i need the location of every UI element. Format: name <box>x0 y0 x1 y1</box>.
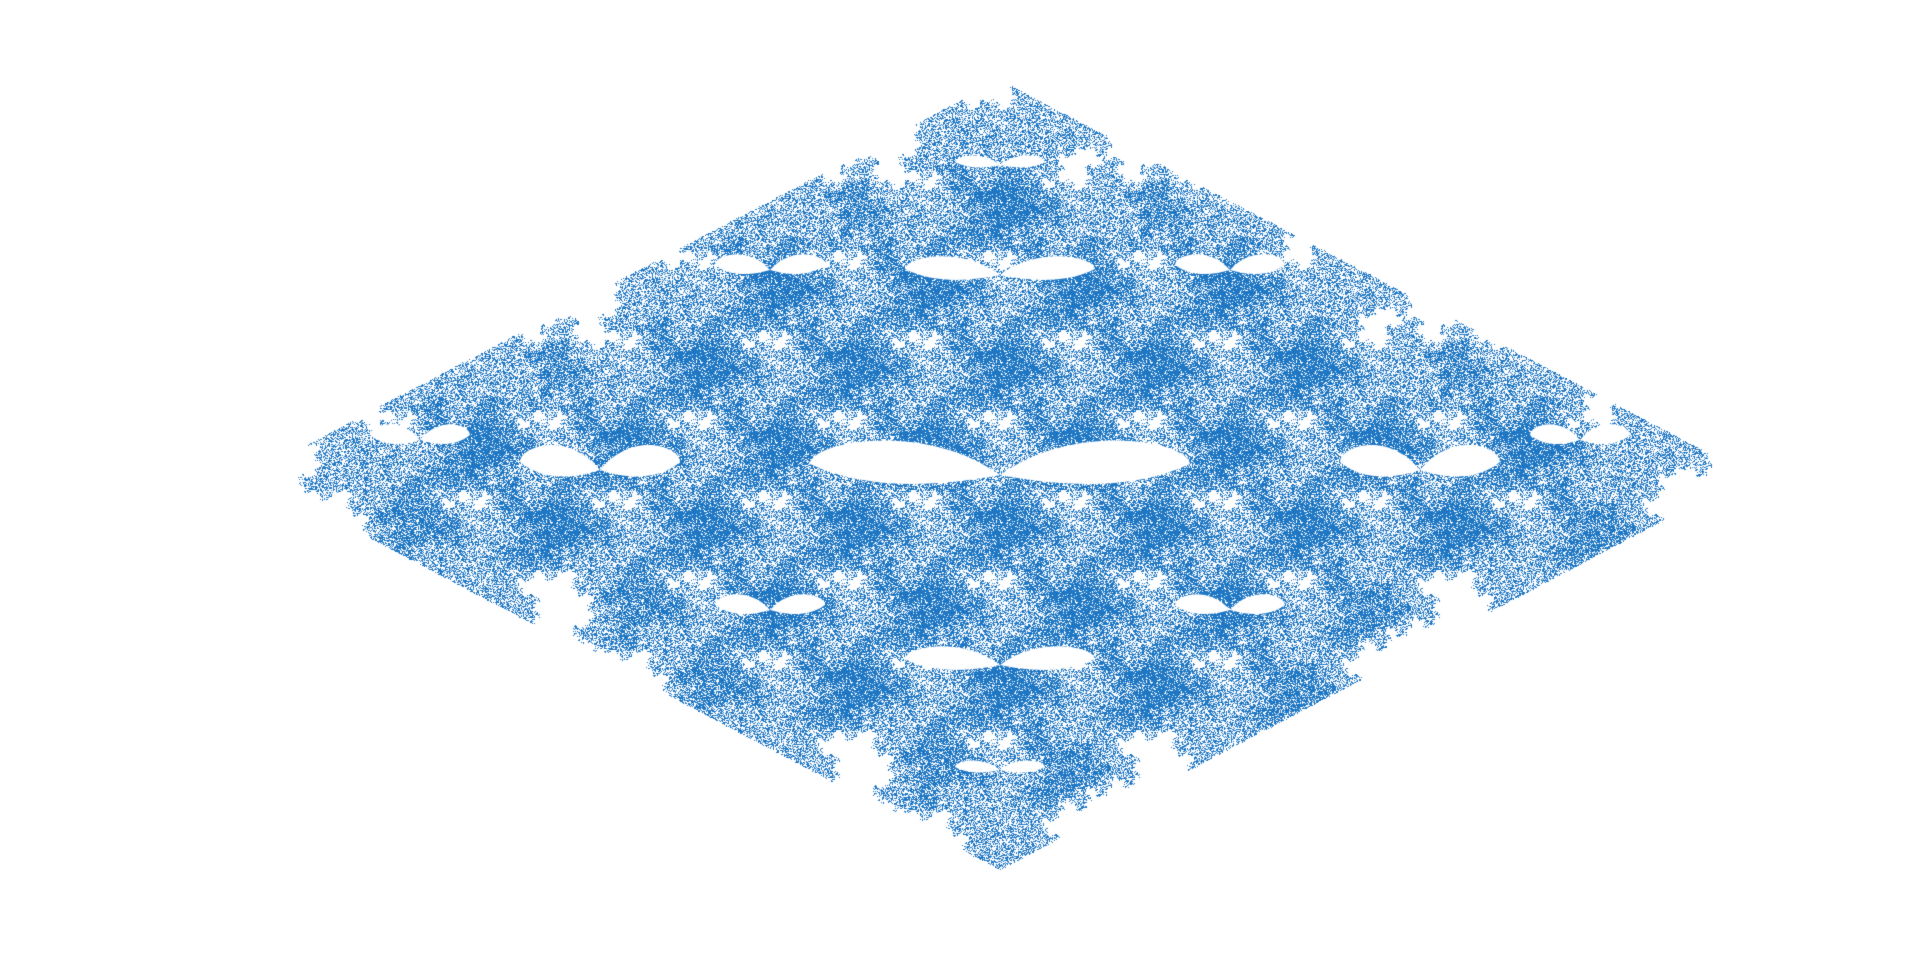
figure-canvas-area <box>0 0 1924 975</box>
fractal-image <box>0 0 1924 975</box>
